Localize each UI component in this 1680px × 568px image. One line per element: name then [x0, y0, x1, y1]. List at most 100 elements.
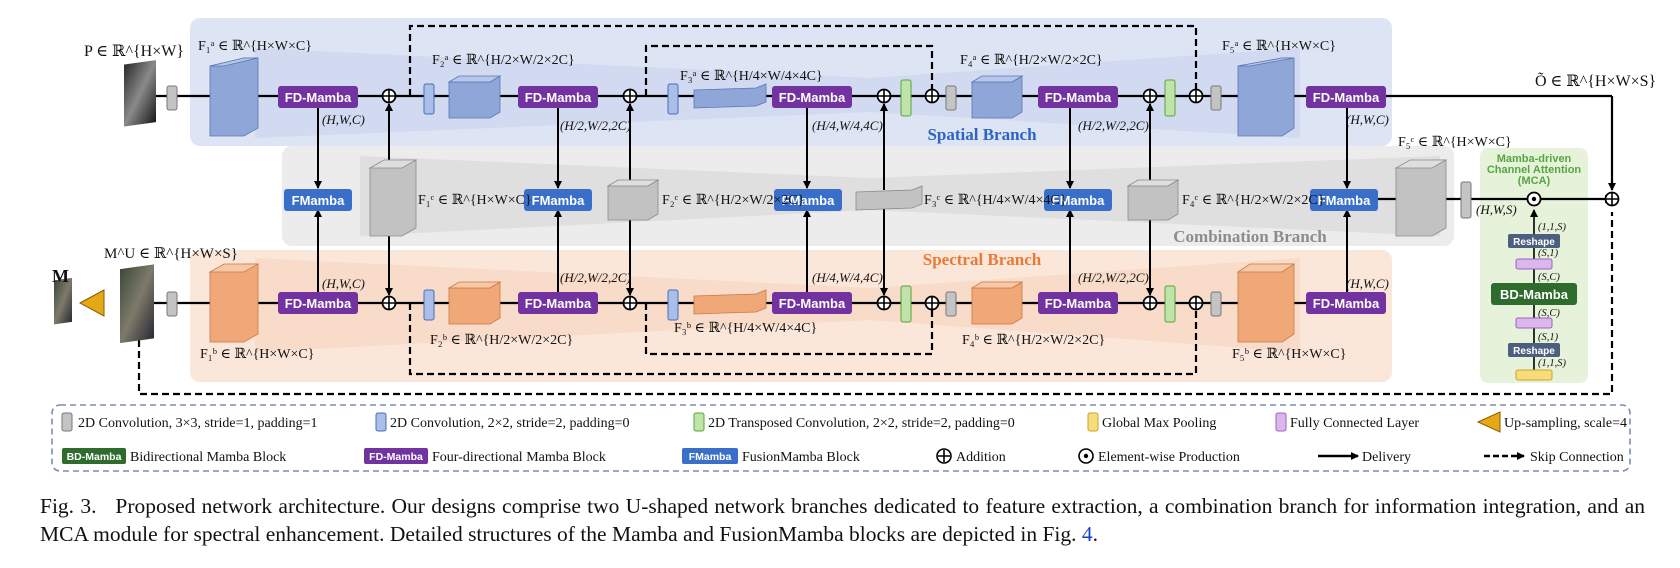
output-label: Õ ∈ ℝ^{H×W×S}	[1535, 72, 1656, 90]
svg-text:2D Convolution, 2×2, stride=2,: 2D Convolution, 2×2, stride=2, padding=0	[390, 416, 630, 431]
gmp-block	[1515, 369, 1553, 381]
dimension-labels: (H,W,C) (H/2,W/2,2C) (H/4,W/4,4C) (H/2,W…	[322, 112, 1517, 291]
legend-labels: 2D Convolution, 3×3, stride=1, padding=1…	[78, 416, 1627, 465]
caption-end: .	[1092, 522, 1099, 546]
vertical-connections	[314, 103, 1351, 296]
svg-text:Delivery: Delivery	[1362, 450, 1411, 465]
skip-connection-inner-bottom	[644, 303, 934, 356]
svg-text:F₄ᵃ ∈ ℝ^{H/2×W/2×2C}: F₄ᵃ ∈ ℝ^{H/2×W/2×2C}	[960, 53, 1103, 68]
upsampling-icon	[78, 289, 105, 317]
svg-text:F₅ᵇ ∈ ℝ^{H×W×C}: F₅ᵇ ∈ ℝ^{H×W×C}	[1232, 347, 1346, 362]
svg-text:F₅ᶜ ∈ ℝ^{H×W×C}: F₅ᶜ ∈ ℝ^{H×W×C}	[1398, 135, 1512, 150]
svg-text:(H/2,W/2,2C): (H/2,W/2,2C)	[560, 118, 631, 133]
svg-text:Four-directional Mamba Block: Four-directional Mamba Block	[432, 450, 606, 465]
legend-icons: BD-Mamba FD-Mamba FMamba	[61, 411, 1525, 464]
fd-mamba-label: FD-Mamba	[285, 296, 352, 311]
svg-text:Addition: Addition	[956, 450, 1006, 465]
svg-text:F₃ᵃ ∈ ℝ^{H/4×W/4×4C}: F₃ᵃ ∈ ℝ^{H/4×W/4×4C}	[680, 69, 823, 84]
svg-text:Skip Connection: Skip Connection	[1530, 450, 1624, 465]
svg-text:FD-Mamba: FD-Mamba	[369, 451, 423, 463]
caption-text: Proposed network architecture. Our desig…	[40, 494, 1646, 546]
svg-text:(H/2,W/2,2C): (H/2,W/2,2C)	[1078, 270, 1149, 285]
figure-caption: Fig. 3. Proposed network architecture. O…	[40, 492, 1645, 548]
svg-text:(H,W,C): (H,W,C)	[322, 276, 365, 291]
svg-text:Up-sampling, scale=4: Up-sampling, scale=4	[1504, 416, 1627, 431]
reshape-block-bottom	[1508, 343, 1560, 357]
svg-text:F₁ᵃ ∈ ℝ^{H×W×C}: F₁ᵃ ∈ ℝ^{H×W×C}	[198, 39, 312, 54]
svg-text:(H,W,C): (H,W,C)	[1346, 112, 1389, 127]
svg-text:FusionMamba Block: FusionMamba Block	[742, 450, 860, 465]
svg-text:(H/2,W/2,2C): (H/2,W/2,2C)	[1078, 118, 1149, 133]
reshape-label: Reshape	[1513, 346, 1555, 357]
fd-mamba-blocks	[278, 86, 1386, 314]
mu-image	[120, 264, 154, 344]
fd-mamba-label: FD-Mamba	[1045, 296, 1112, 311]
svg-text:F₂ᵃ ∈ ℝ^{H/2×W/2×2C}: F₂ᵃ ∈ ℝ^{H/2×W/2×2C}	[432, 53, 575, 68]
spatial-cubes	[209, 57, 1295, 137]
svg-text:(S,1): (S,1)	[1538, 248, 1559, 259]
residual-line	[137, 212, 1614, 396]
conv2-blocks	[423, 83, 679, 321]
fd-mamba-label: FD-Mamba	[1045, 90, 1112, 105]
fmamba-labels: FMamba FMamba FMamba FMamba FMamba	[292, 193, 1372, 208]
svg-text:(1,1,S): (1,1,S)	[1538, 222, 1566, 233]
skip-connection-inner-top	[644, 44, 934, 96]
reshape-block-top	[1508, 234, 1560, 248]
tconv-blocks	[900, 79, 1176, 323]
fmamba-label: FMamba	[532, 193, 586, 208]
svg-text:(1,1,S): (1,1,S)	[1538, 358, 1566, 369]
addition-crosses	[383, 90, 1618, 309]
combination-cubes	[368, 159, 1448, 237]
svg-text:Global Max Pooling: Global Max Pooling	[1102, 416, 1216, 431]
feature-labels: F₁ᵃ ∈ ℝ^{H×W×C} F₂ᵃ ∈ ℝ^{H/2×W/2×2C} F₃ᵃ…	[198, 39, 1512, 362]
svg-text:F₄ᵇ ∈ ℝ^{H/2×W/2×2C}: F₄ᵇ ∈ ℝ^{H/2×W/2×2C}	[962, 333, 1105, 348]
svg-text:(S,C): (S,C)	[1538, 308, 1560, 319]
svg-text:F₂ᶜ ∈ ℝ^{H/2×W/2×2C}: F₂ᶜ ∈ ℝ^{H/2×W/2×2C}	[662, 193, 805, 208]
fd-mamba-label: FD-Mamba	[1313, 296, 1380, 311]
svg-text:Fully Connected Layer: Fully Connected Layer	[1290, 416, 1419, 431]
fmamba-label: FMamba	[292, 193, 346, 208]
svg-text:F₁ᶜ ∈ ℝ^{H×W×C}: F₁ᶜ ∈ ℝ^{H×W×C}	[418, 193, 532, 208]
fc-block-bottom	[1515, 317, 1553, 329]
fmamba-blocks	[284, 189, 1378, 211]
svg-text:(H,W,S): (H,W,S)	[1476, 202, 1517, 217]
mca-dims: (1,1,S) (S,1) (S,C) (S,C) (S,1) (1,1,S)	[1538, 222, 1566, 369]
svg-text:F₃ᶜ ∈ ℝ^{H/4×W/4×4C}: F₃ᶜ ∈ ℝ^{H/4×W/4×4C}	[924, 193, 1067, 208]
fd-mamba-labels: FD-Mamba FD-Mamba FD-Mamba FD-Mamba FD-M…	[285, 90, 1380, 311]
elementwise-product-dot	[1531, 196, 1537, 202]
caption-figure-link[interactable]: 4	[1081, 522, 1093, 546]
svg-text:2D Transposed Convolution, 2×2: 2D Transposed Convolution, 2×2, stride=2…	[708, 416, 1015, 431]
skip-connection-outer-top	[408, 24, 1198, 96]
fmamba-label: FMamba	[1052, 193, 1106, 208]
fd-mamba-label: FD-Mamba	[779, 296, 846, 311]
svg-text:(S,C): (S,C)	[1538, 272, 1560, 283]
svg-text:Element-wise Production: Element-wise Production	[1098, 450, 1240, 465]
fmamba-label: FMamba	[782, 193, 836, 208]
fmamba-label: FMamba	[1318, 193, 1372, 208]
combination-branch-label: Combination Branch	[1173, 227, 1327, 246]
legend-box	[51, 404, 1631, 472]
svg-text:(H/4,W/4,4C): (H/4,W/4,4C)	[812, 270, 883, 285]
svg-text:BD-Mamba: BD-Mamba	[67, 451, 122, 463]
bd-mamba-label: BD-Mamba	[1500, 287, 1569, 302]
conv3-blocks	[166, 85, 1472, 317]
spectral-cubes	[208, 263, 1296, 343]
svg-text:F₄ᶜ ∈ ℝ^{H/2×W/2×2C}: F₄ᶜ ∈ ℝ^{H/2×W/2×2C}	[1182, 193, 1325, 208]
svg-text:FMamba: FMamba	[689, 451, 732, 463]
input-mu-label: M^U ∈ ℝ^{H×W×S}	[104, 246, 238, 262]
svg-text:(H/4,W/4,4C): (H/4,W/4,4C)	[812, 118, 883, 133]
svg-text:(H,W,C): (H,W,C)	[1346, 276, 1389, 291]
input-p-label: P ∈ ℝ^{H×W}	[84, 43, 184, 60]
svg-text:(H,W,C): (H,W,C)	[322, 112, 365, 127]
svg-text:(S,1): (S,1)	[1538, 332, 1559, 343]
fd-mamba-label: FD-Mamba	[525, 296, 592, 311]
caption-lead: Fig. 3.	[40, 494, 97, 518]
svg-text:F₂ᵇ ∈ ℝ^{H/2×W/2×2C}: F₂ᵇ ∈ ℝ^{H/2×W/2×2C}	[430, 333, 573, 348]
fd-mamba-label: FD-Mamba	[285, 90, 352, 105]
svg-text:(H/2,W/2,2C): (H/2,W/2,2C)	[560, 270, 631, 285]
svg-text:F₅ᵃ ∈ ℝ^{H×W×C}: F₅ᵃ ∈ ℝ^{H×W×C}	[1222, 39, 1336, 54]
svg-text:F₃ᵇ ∈ ℝ^{H/4×W/4×4C}: F₃ᵇ ∈ ℝ^{H/4×W/4×4C}	[674, 321, 817, 336]
bd-mamba-block	[1491, 283, 1577, 305]
svg-text:2D Convolution, 3×3, stride=1,: 2D Convolution, 3×3, stride=1, padding=1	[78, 416, 318, 431]
